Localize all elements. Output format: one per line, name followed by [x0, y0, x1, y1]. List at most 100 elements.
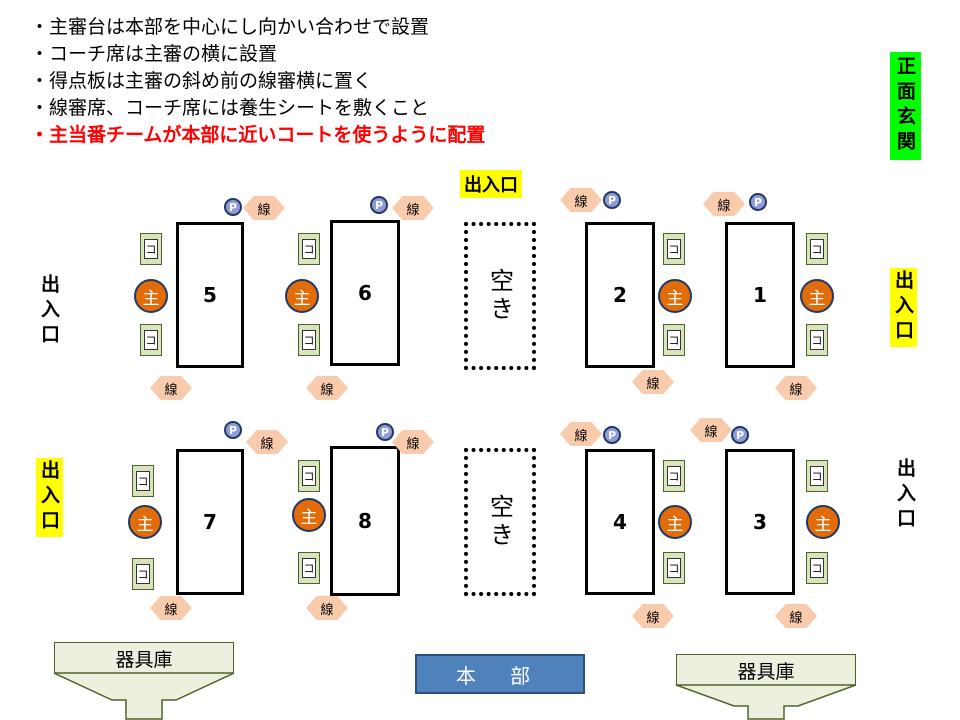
referee-seat: 主	[658, 279, 692, 313]
coach-seat: コ	[298, 552, 320, 584]
coach-seat: コ	[298, 324, 320, 356]
coach-seat: コ	[806, 460, 828, 492]
scoreboard-icon: P	[731, 426, 749, 444]
linesman-seat: 線	[392, 430, 434, 454]
coach-seat: コ	[663, 460, 685, 492]
entrance-top-label: 出入口	[460, 170, 522, 198]
scoreboard-icon: P	[370, 196, 388, 214]
coach-label: コ	[302, 466, 316, 486]
court-1: 1	[725, 222, 795, 368]
coach-label: コ	[667, 466, 681, 486]
court-number: 4	[613, 510, 627, 534]
court-3: 3	[725, 449, 795, 595]
coach-seat: コ	[140, 324, 162, 356]
scoreboard-icon: P	[603, 426, 621, 444]
empty-court-lower: 空き	[464, 448, 536, 596]
court-number: 8	[358, 509, 372, 533]
court-7: 7	[176, 449, 244, 595]
scoreboard-icon: P	[749, 193, 767, 211]
linesman-seat: 線	[560, 188, 602, 212]
coach-seat: コ	[806, 552, 828, 584]
coach-label: コ	[136, 471, 150, 491]
linesman-seat: 線	[632, 604, 674, 628]
linesman-seat: 線	[392, 196, 434, 220]
linesman-seat: 線	[703, 192, 745, 216]
linesman-seat: 線	[243, 196, 285, 220]
empty-court-upper: 空き	[464, 222, 536, 370]
linesman-seat: 線	[775, 604, 817, 628]
coach-seat: コ	[663, 552, 685, 584]
linesman-seat: 線	[306, 596, 348, 620]
court-5: 5	[176, 222, 244, 368]
coach-label: コ	[810, 330, 824, 350]
scoreboard-icon: P	[224, 421, 242, 439]
coach-label: コ	[144, 330, 158, 350]
court-number: 2	[613, 283, 627, 307]
notes-block: ・主審台は本部を中心にし向かい合わせで設置 ・コーチ席は主審の横に設置 ・得点板…	[30, 14, 485, 149]
entrance-right-lower: 出入口	[894, 458, 916, 533]
scoreboard-icon: P	[603, 191, 621, 209]
referee-seat: 主	[800, 279, 834, 313]
court-number: 1	[753, 283, 767, 307]
coach-seat: コ	[806, 233, 828, 265]
entrance-left-upper: 出入口	[38, 274, 60, 349]
coach-label: コ	[302, 239, 316, 259]
coach-label: コ	[810, 239, 824, 259]
entrance-right-upper: 出入口	[890, 268, 917, 347]
empty-label: 空き	[485, 494, 514, 550]
referee-seat: 主	[806, 505, 840, 539]
headquarters-box: 本 部	[415, 654, 585, 694]
coach-label: コ	[810, 466, 824, 486]
note-line: ・主審台は本部を中心にし向かい合わせで設置	[30, 16, 430, 38]
coach-label: コ	[302, 558, 316, 578]
down-arrow-icon	[54, 672, 234, 720]
coach-label: コ	[136, 564, 150, 584]
equipment-storage-right: 器具庫	[676, 654, 856, 686]
coach-seat: コ	[132, 558, 154, 590]
linesman-seat: 線	[306, 376, 348, 400]
court-number: 7	[203, 510, 217, 534]
linesman-seat: 線	[246, 430, 288, 454]
coach-seat: コ	[132, 465, 154, 497]
coach-label: コ	[810, 558, 824, 578]
entrance-left-lower: 出入口	[36, 458, 63, 537]
court-number: 3	[753, 510, 767, 534]
coach-label: コ	[144, 239, 158, 259]
linesman-seat: 線	[560, 422, 602, 446]
note-line: ・コーチ席は主審の横に設置	[30, 43, 278, 65]
down-arrow-icon	[676, 684, 856, 720]
linesman-seat: 線	[150, 376, 192, 400]
linesman-seat: 線	[775, 376, 817, 400]
linesman-seat: 線	[690, 418, 732, 442]
court-6: 6	[330, 220, 400, 366]
coach-label: コ	[302, 330, 316, 350]
empty-label: 空き	[485, 268, 514, 324]
court-8: 8	[330, 446, 400, 596]
court-number: 6	[358, 281, 372, 305]
note-line: ・得点板は主審の斜め前の線審横に置く	[30, 70, 373, 92]
referee-seat: 主	[285, 279, 319, 313]
equipment-storage-left: 器具庫	[54, 642, 234, 674]
linesman-seat: 線	[632, 370, 674, 394]
court-number: 5	[203, 283, 217, 307]
scoreboard-icon: P	[224, 198, 242, 216]
coach-label: コ	[667, 558, 681, 578]
coach-seat: コ	[806, 324, 828, 356]
note-highlight: ・主当番チームが本部に近いコートを使うように配置	[30, 124, 486, 146]
referee-seat: 主	[292, 498, 326, 532]
referee-seat: 主	[134, 279, 168, 313]
court-2: 2	[585, 222, 655, 368]
coach-seat: コ	[663, 324, 685, 356]
coach-label: コ	[667, 239, 681, 259]
coach-seat: コ	[663, 233, 685, 265]
linesman-seat: 線	[150, 596, 192, 620]
referee-seat: 主	[128, 505, 162, 539]
coach-seat: コ	[140, 233, 162, 265]
coach-seat: コ	[298, 460, 320, 492]
coach-label: コ	[667, 330, 681, 350]
front-entrance-label: 正面玄関	[890, 52, 921, 160]
coach-seat: コ	[298, 233, 320, 265]
court-4: 4	[585, 449, 655, 595]
note-line: ・線審席、コーチ席には養生シートを敷くこと	[30, 97, 430, 119]
referee-seat: 主	[658, 505, 692, 539]
